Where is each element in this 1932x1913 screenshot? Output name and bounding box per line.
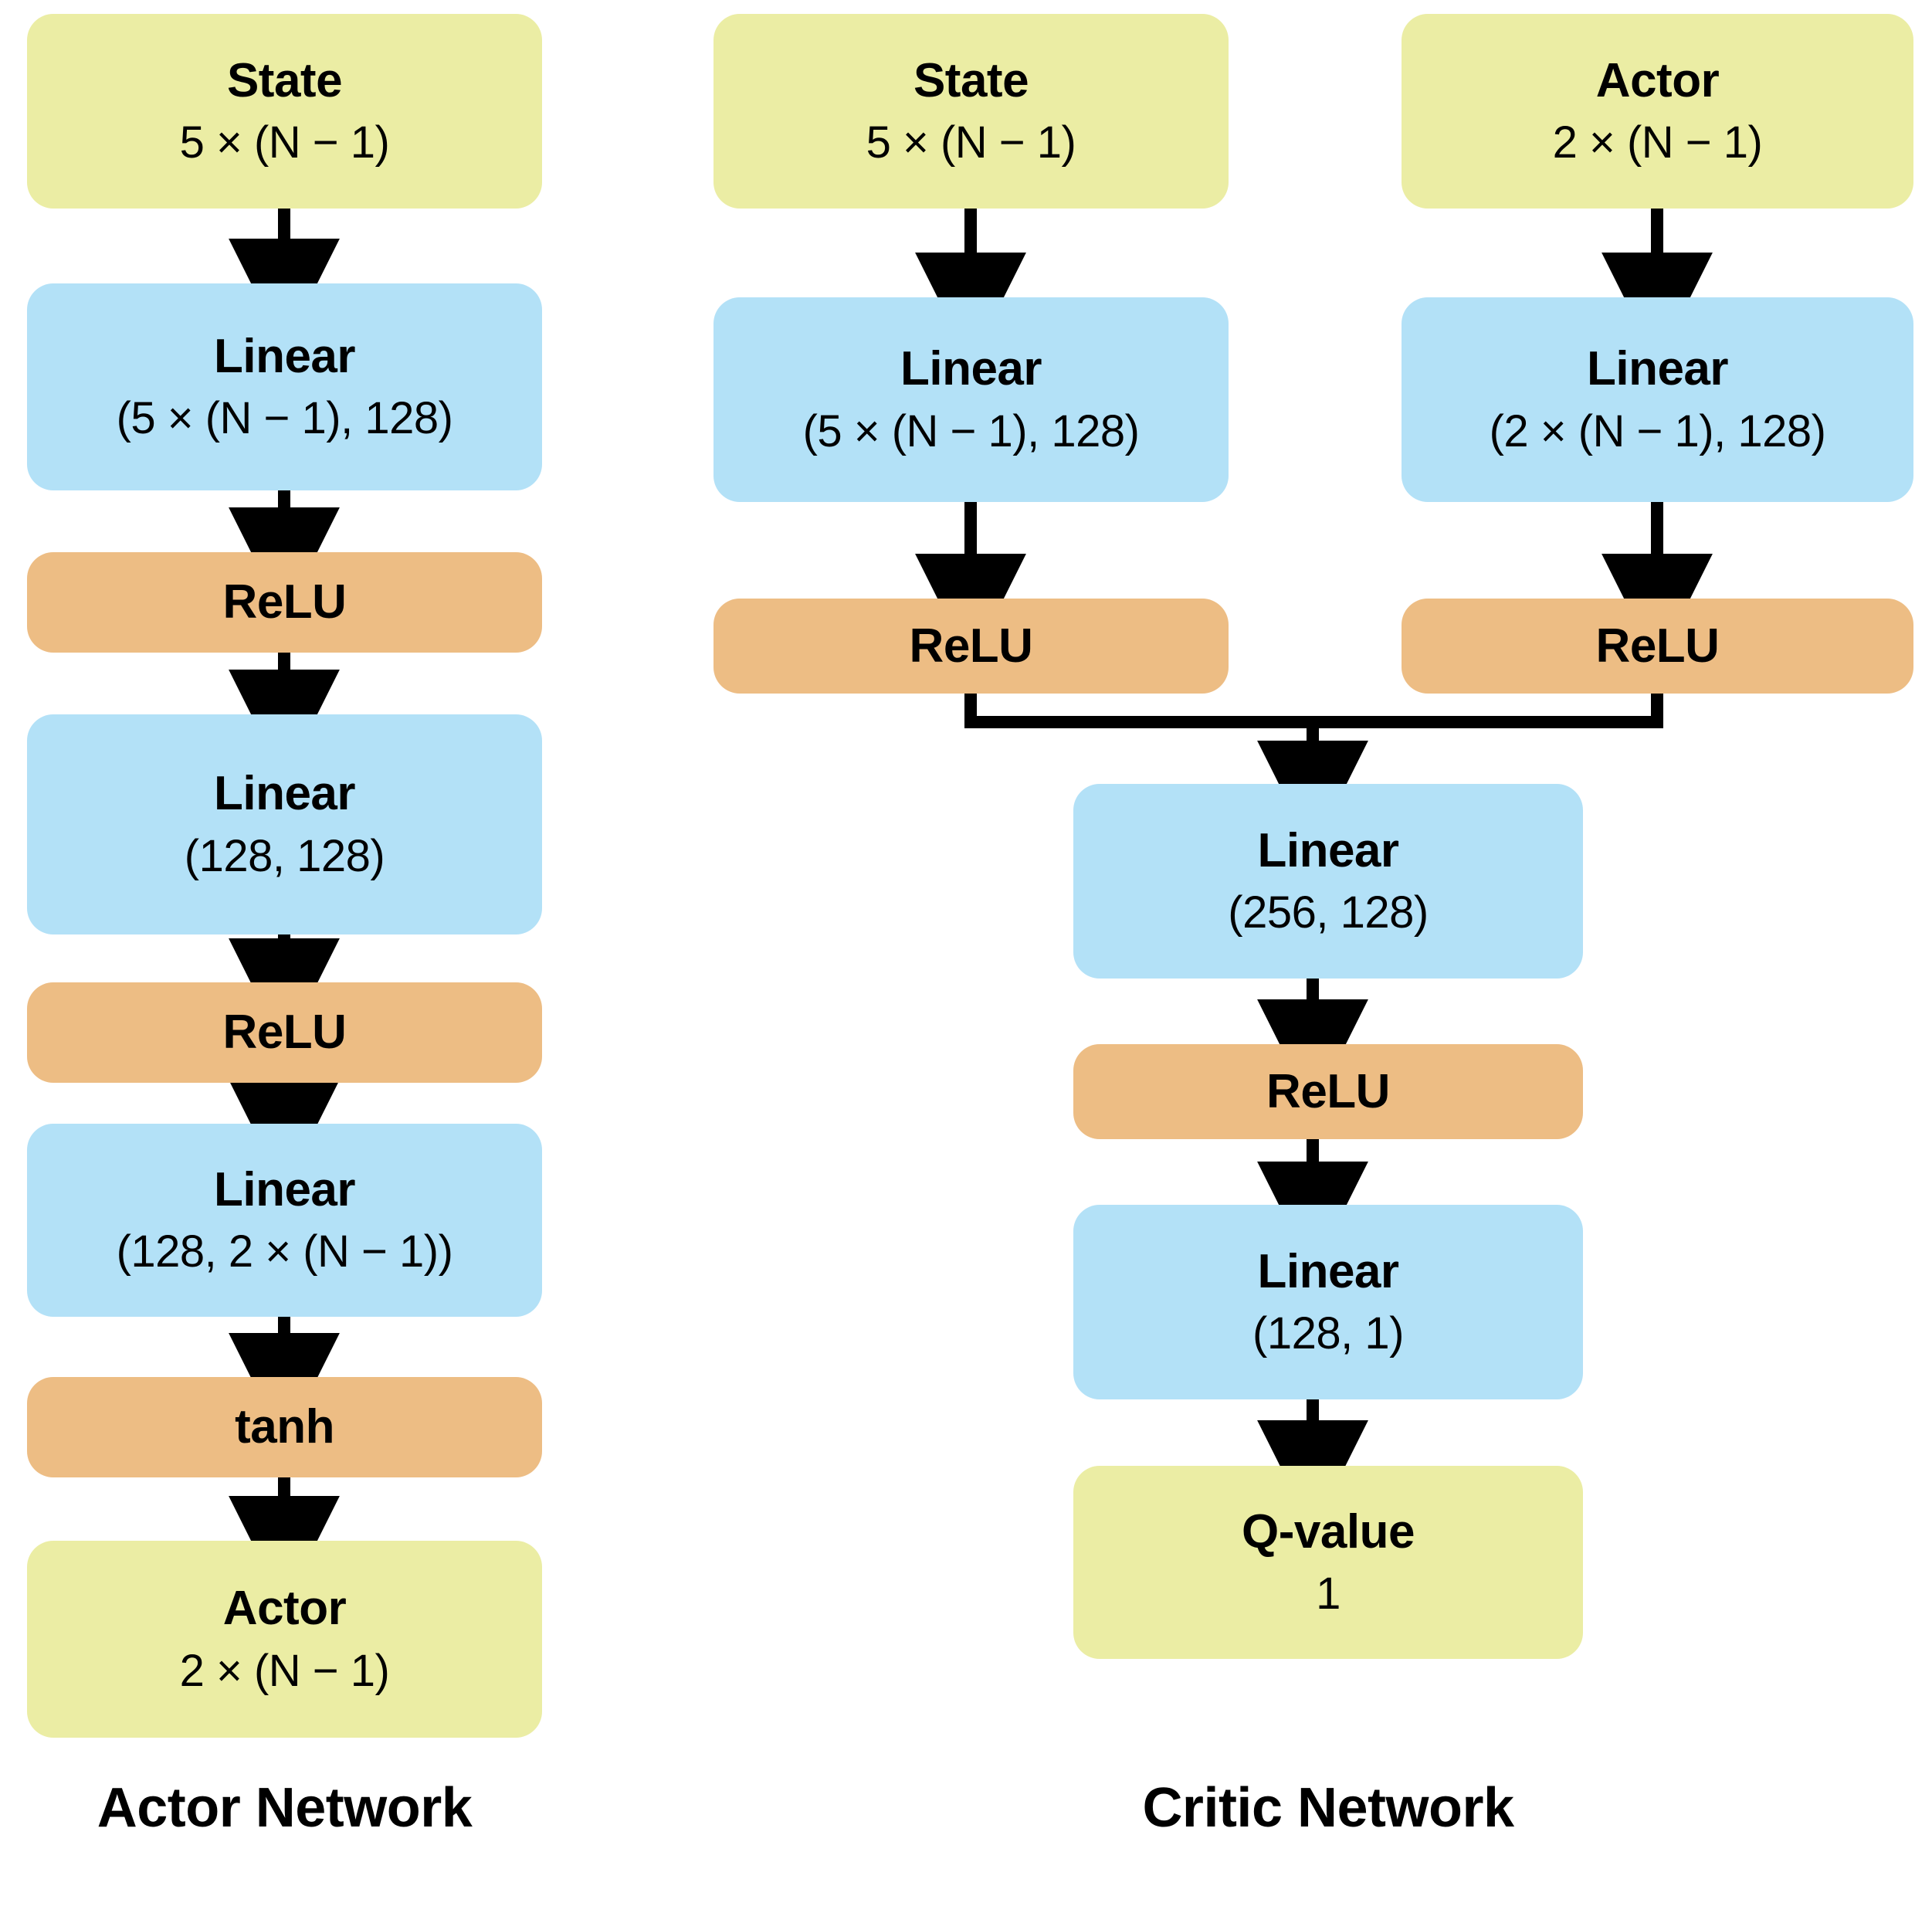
actor-linear-1-node[interactable]: Linear (5 × (N − 1), 128) [27,283,542,490]
node-subtitle: (256, 128) [1228,887,1429,938]
node-title: Actor [1595,53,1720,107]
critic-action-node[interactable]: Actor 2 × (N − 1) [1402,14,1913,209]
critic-action-linear-node[interactable]: Linear (2 × (N − 1), 128) [1402,297,1913,502]
node-subtitle: (5 × (N − 1), 128) [802,405,1140,456]
node-subtitle: (128, 128) [184,830,385,881]
node-subtitle: (128, 1) [1252,1308,1404,1359]
node-title: Linear [213,1162,356,1216]
critic-state-node[interactable]: State 5 × (N − 1) [713,14,1229,209]
node-title: ReLU [222,1006,347,1060]
node-subtitle: (2 × (N − 1), 128) [1489,405,1826,456]
node-title: State [913,53,1029,107]
critic-linear-merge-node[interactable]: Linear (256, 128) [1073,784,1583,979]
actor-network-caption: Actor Network [97,1777,473,1839]
critic-state-linear-node[interactable]: Linear (5 × (N − 1), 128) [713,297,1229,502]
actor-relu-1-node[interactable]: ReLU [27,552,542,653]
actor-output-node[interactable]: Actor 2 × (N − 1) [27,1541,542,1738]
node-subtitle: 5 × (N − 1) [179,117,390,168]
node-title: Actor [222,1582,347,1636]
node-title: Linear [1586,342,1729,396]
node-subtitle: 2 × (N − 1) [1552,117,1763,168]
critic-output-node[interactable]: Q-value 1 [1073,1466,1583,1659]
node-subtitle: 1 [1316,1569,1341,1620]
node-subtitle: (5 × (N − 1), 128) [116,393,453,444]
critic-state-relu-node[interactable]: ReLU [713,599,1229,694]
node-title: Linear [1257,823,1399,877]
critic-action-relu-node[interactable]: ReLU [1402,599,1913,694]
actor-tanh-node[interactable]: tanh [27,1377,542,1477]
critic-merge-junction [964,694,1663,728]
node-title: ReLU [222,575,347,629]
actor-relu-2-node[interactable]: ReLU [27,982,542,1083]
node-title: State [226,53,343,107]
node-title: Linear [213,767,356,821]
critic-network-caption: Critic Network [1142,1777,1514,1839]
node-subtitle: 5 × (N − 1) [866,117,1076,168]
actor-linear-3-node[interactable]: Linear (128, 2 × (N − 1)) [27,1124,542,1317]
node-title: tanh [235,1400,334,1454]
node-title: ReLU [1595,619,1720,673]
node-title: Linear [213,329,356,383]
critic-linear-out-node[interactable]: Linear (128, 1) [1073,1205,1583,1399]
actor-linear-2-node[interactable]: Linear (128, 128) [27,714,542,934]
node-title: Linear [900,342,1042,396]
node-title: Linear [1257,1244,1399,1298]
node-title: ReLU [909,619,1033,673]
critic-relu-merge-node[interactable]: ReLU [1073,1044,1583,1139]
node-title: ReLU [1266,1064,1390,1118]
actor-state-node[interactable]: State 5 × (N − 1) [27,14,542,209]
node-subtitle: 2 × (N − 1) [179,1645,390,1696]
node-title: Q-value [1242,1504,1415,1559]
node-subtitle: (128, 2 × (N − 1)) [116,1226,453,1277]
